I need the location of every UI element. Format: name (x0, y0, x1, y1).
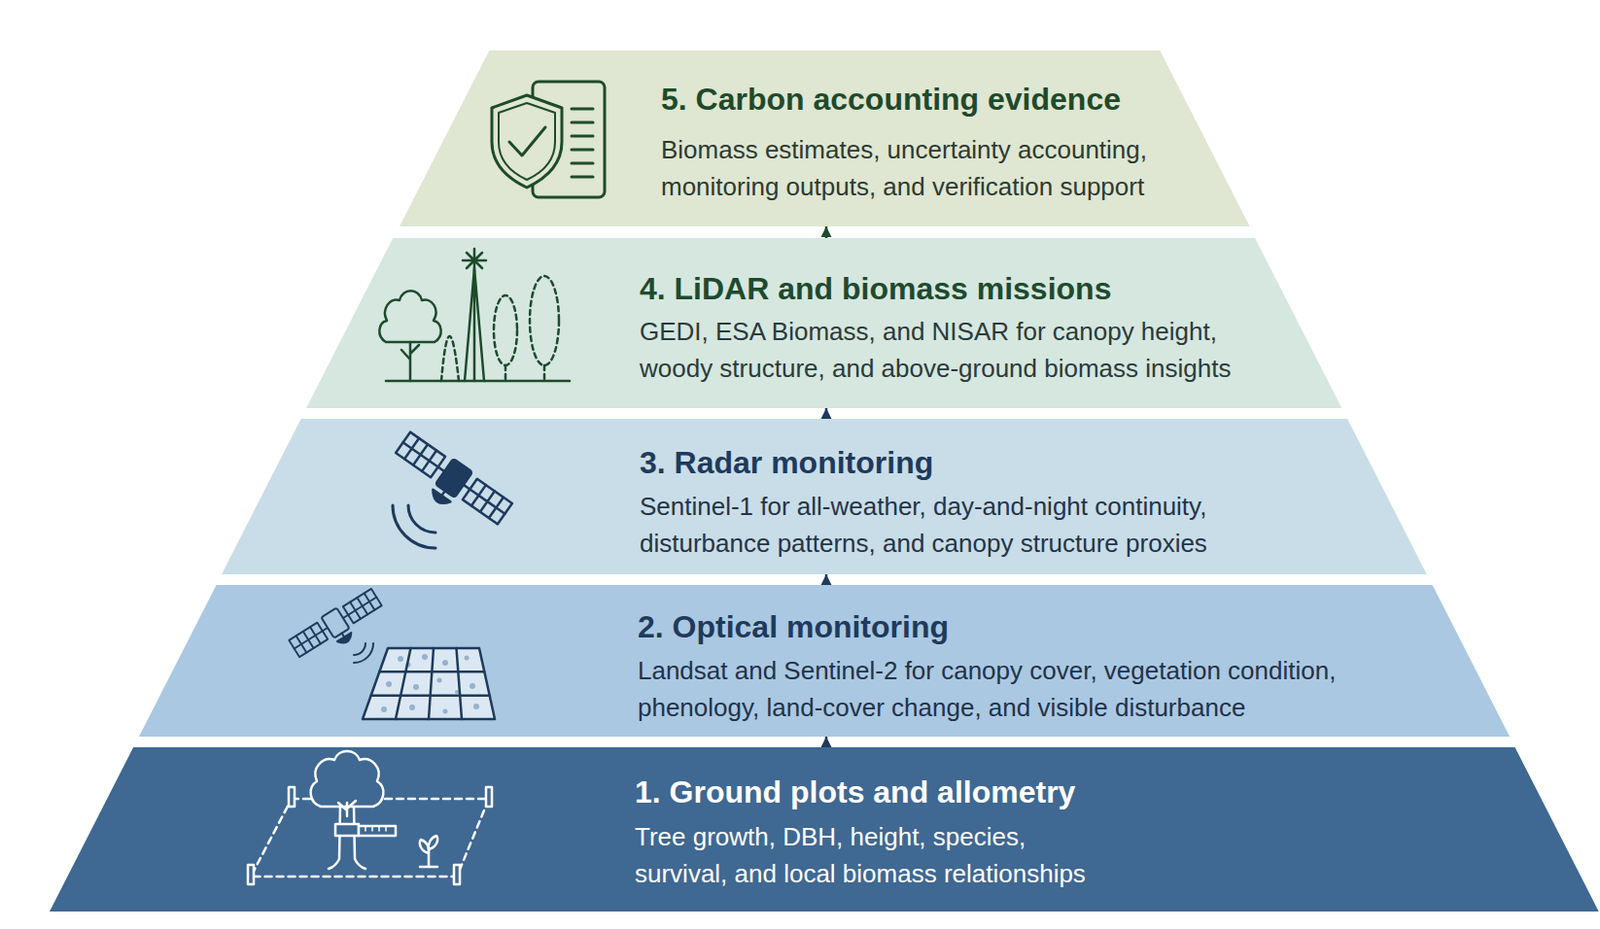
pyramid-band: 5. Carbon accounting evidenceBiomass est… (399, 50, 1251, 227)
band-description: Landsat and Sentinel-2 for canopy cover,… (637, 652, 1396, 727)
flow-arrow (825, 736, 829, 748)
pyramid-band: 2. Optical monitoringLandsat and Sentine… (139, 585, 1510, 737)
flow-arrow (825, 226, 829, 239)
band-fill (139, 585, 1510, 737)
flow-arrow (825, 408, 829, 419)
band-fill (399, 50, 1251, 227)
band-heading: 2. Optical monitoring (637, 608, 949, 646)
band-fill (221, 418, 1427, 575)
band-description: Biomass estimates, uncertainty accountin… (660, 131, 1206, 206)
band-description: Sentinel-1 for all-weather, day-and-nigh… (639, 487, 1262, 562)
band-heading: 1. Ground plots and allometry (634, 773, 1076, 811)
band-fill (306, 238, 1342, 409)
band-description: Tree growth, DBH, height, species, survi… (634, 818, 1114, 893)
band-description: GEDI, ESA Biomass, and NISAR for canopy … (639, 313, 1262, 387)
pyramid-band: 1. Ground plots and allometryTree growth… (49, 747, 1600, 912)
band-fill (49, 747, 1600, 912)
pyramid-band: 4. LiDAR and biomass missionsGEDI, ESA B… (306, 238, 1342, 409)
pyramid-band: 3. Radar monitoringSentinel-1 for all-we… (221, 418, 1427, 575)
flow-arrow (825, 574, 829, 586)
band-heading: 4. LiDAR and biomass missions (639, 270, 1112, 308)
band-heading: 5. Carbon accounting evidence (660, 80, 1121, 118)
band-heading: 3. Radar monitoring (639, 444, 934, 482)
